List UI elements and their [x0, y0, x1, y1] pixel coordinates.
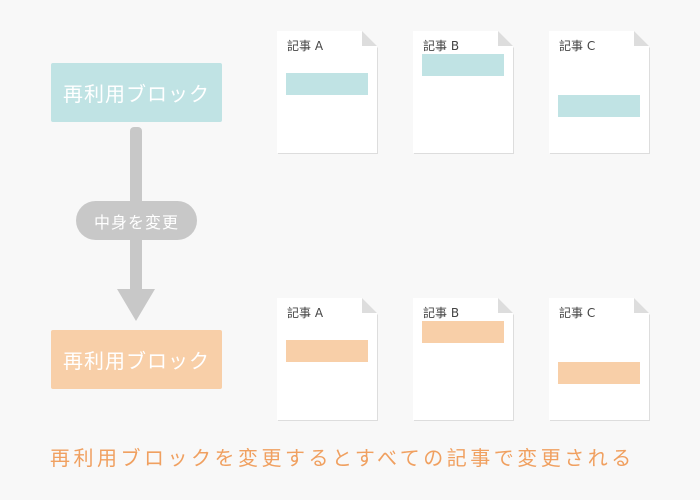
article-title: 記事 A [287, 39, 324, 53]
reusable-block-instance [422, 54, 504, 76]
reusable-block-instance [558, 95, 640, 117]
document-icon [549, 298, 650, 421]
reusable-block-after: 再利用ブロック [51, 330, 222, 389]
article-title: 記事 A [287, 306, 324, 320]
article-doc-b-before: 記事 B [413, 31, 514, 154]
caption: 再利用ブロックを変更するとすべての記事で変更される [50, 446, 635, 470]
document-icon [549, 31, 650, 154]
article-doc-c-before: 記事 C [549, 31, 650, 154]
article-title: 記事 B [423, 39, 460, 53]
reusable-block-instance [286, 73, 368, 95]
article-doc-c-after: 記事 C [549, 298, 650, 421]
reusable-block-instance [286, 340, 368, 362]
article-title: 記事 C [559, 306, 596, 320]
change-content-pill: 中身を変更 [76, 201, 197, 240]
article-doc-a-after: 記事 A [277, 298, 378, 421]
arrow-head [117, 289, 155, 321]
article-doc-b-after: 記事 B [413, 298, 514, 421]
article-title: 記事 C [559, 39, 596, 53]
article-doc-a-before: 記事 A [277, 31, 378, 154]
article-title: 記事 B [423, 306, 460, 320]
reusable-block-before: 再利用ブロック [51, 63, 222, 122]
reusable-block-instance [558, 362, 640, 384]
reusable-block-instance [422, 321, 504, 343]
